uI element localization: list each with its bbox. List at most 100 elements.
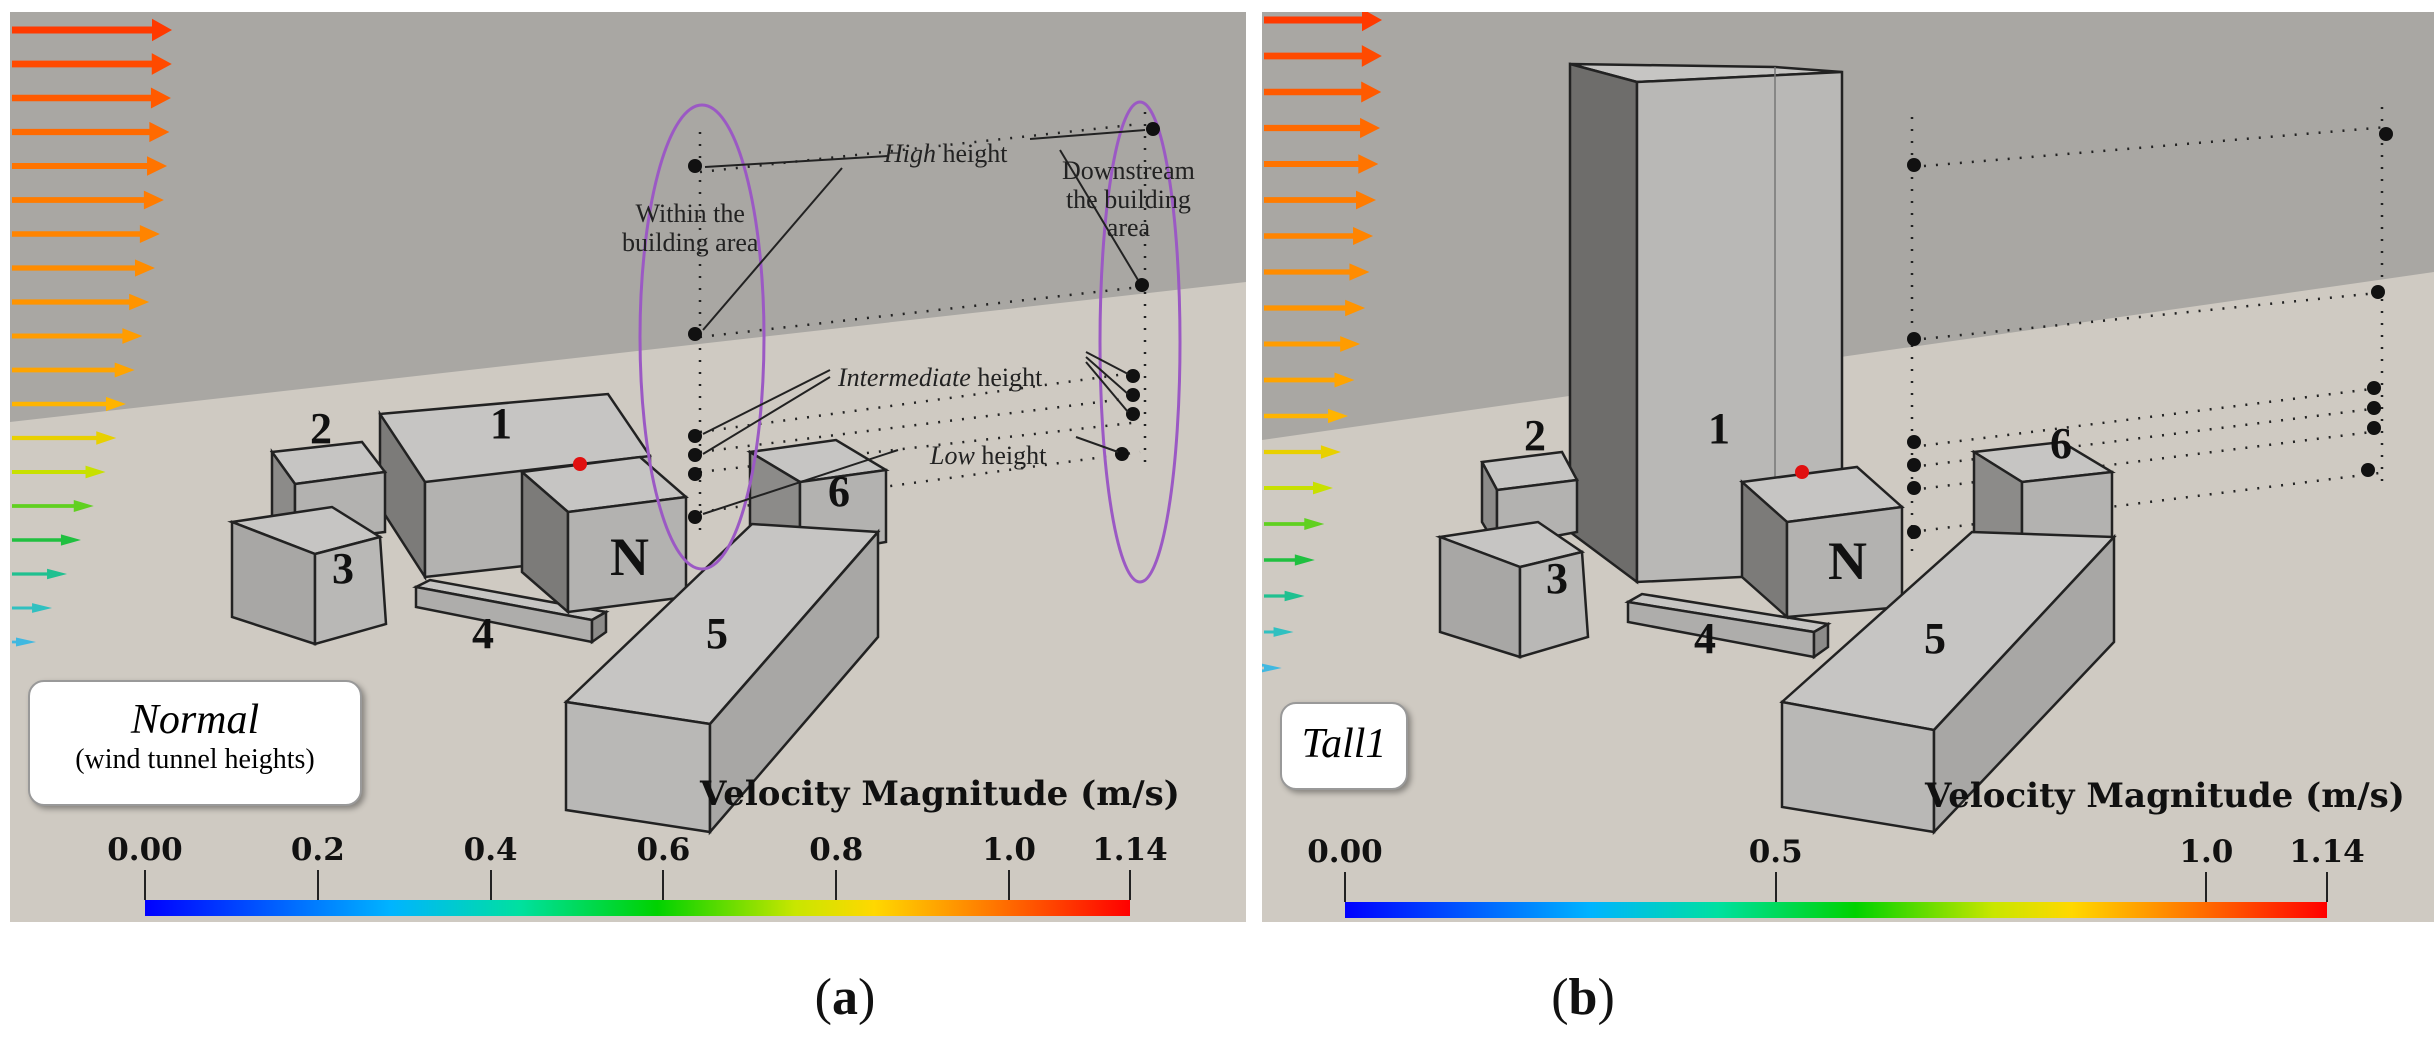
colorbar-tick-mark [489,870,492,900]
wind-arrow [1264,299,1366,317]
wind-arrow [12,396,126,412]
colorbar-tick-label: 0.6 [636,832,691,868]
wind-arrow [1264,481,1333,495]
colorbar-tick-mark [144,870,146,900]
wind-arrow [12,500,94,512]
scene-tall1 [1262,12,2434,836]
colorbar-tick-label: 1.0 [2179,834,2234,870]
ellipse-within [638,103,766,571]
wind-arrow [1264,336,1361,352]
wind-arrow [12,534,81,546]
wind-arrow [1264,372,1355,388]
building-2-label: 2 [310,404,332,453]
colorbar-tick-mark [316,870,319,900]
scene-normal [10,12,1246,836]
wind-arrows [12,18,172,647]
sky-backdrop [10,12,1246,422]
colorbar [1345,902,2327,918]
colorbar-title: Velocity Magnitude (m/s) [1925,776,2405,816]
wind-arrow [12,190,164,210]
wind-arrow [12,328,143,344]
building-1-label: 1 [1708,404,1730,453]
case-label-box: Tall1 [1280,702,1408,790]
wind-arrow [1264,554,1315,566]
colorbar-tick-label: 1.14 [2289,834,2365,870]
colorbar-tick-mark [2326,872,2328,902]
probe-points [1907,127,2393,539]
wind-arrow [12,156,168,176]
case-title: Tall1 [1301,721,1387,767]
case-subtitle: (wind tunnel heights) [75,744,315,775]
wind-arrow [12,465,106,479]
annotation-high-height: High height [884,139,1008,168]
probe-highlight [573,457,587,471]
building-4-label: 4 [1694,614,1716,663]
building-1-label: 1 [490,399,512,448]
wind-arrow [12,53,172,75]
colorbar-tick-label: 0.8 [809,832,864,868]
colorbar-tick-mark [835,870,838,900]
wind-arrow [1264,190,1377,210]
colorbar-tick-label: 0.5 [1748,834,1803,870]
building-5 [563,522,881,836]
wind-arrow [1262,663,1282,673]
building-n-label: N [610,527,649,587]
building-6-label: 6 [2050,419,2072,468]
wind-arrow [1264,154,1379,174]
colorbar-tick-mark [1008,870,1011,900]
wind-arrow [12,293,150,311]
wind-arrow [1264,81,1382,103]
colorbar-tick-label: 1.14 [1092,832,1168,868]
colorbar-tick-label: 0.4 [463,832,518,868]
wind-arrow [12,87,171,109]
wind-arrow [1264,408,1349,424]
caption-a: (a) [814,969,876,1026]
annotation-low-height: Low height [930,441,1047,470]
colorbar-tick-label: 0.00 [1307,834,1383,870]
building-3-label: 3 [332,544,354,593]
wind-arrow [12,225,160,243]
building-4 [1624,592,1832,660]
wind-arrow [1264,627,1294,637]
panel-tall1: 2 1 3 4 5 6 N Tall1 Velocity Magnitude (… [1262,12,2434,922]
colorbar-tick-mark [1344,872,1346,902]
wind-arrow [12,18,172,42]
wind-arrow [12,431,117,445]
colorbar-tick-label: 0.00 [107,832,183,868]
building-5 [1779,530,2117,836]
building-1 [1568,62,1844,585]
colorbar-tick-mark [1129,870,1131,900]
building-n [1739,465,1905,620]
sky-backdrop [1262,12,2434,440]
building-2-label: 2 [1524,411,1546,460]
wind-arrows [1262,12,1382,673]
case-label-box: Normal (wind tunnel heights) [28,680,362,806]
wind-arrow [1264,117,1381,139]
building-3-label: 3 [1546,554,1568,603]
building-4-label: 4 [472,609,494,658]
wind-arrow [12,362,135,378]
colorbar-tick-label: 1.0 [982,832,1036,868]
wind-arrow [12,637,36,647]
wind-arrow [1264,518,1325,530]
wind-arrow [1264,590,1305,602]
colorbar-title: Velocity Magnitude (m/s) [700,774,1180,814]
wind-arrow [1264,45,1382,67]
wind-arrow [1264,227,1374,245]
building-3 [1435,520,1590,659]
colorbar-tick-mark [662,870,665,900]
building-4 [412,578,610,645]
wind-arrow [1264,445,1341,459]
wind-arrow [12,259,155,277]
colorbar-tick-label: 0.2 [290,832,345,868]
wind-arrow [12,603,53,613]
annotation-intermediate-height: Intermediate height [838,363,1043,392]
annotation-arrows [702,129,1146,515]
building-5-label: 5 [706,609,728,658]
probe-highlight [1795,465,1809,479]
colorbar [145,900,1130,916]
ellipse-downstream [1098,100,1182,584]
